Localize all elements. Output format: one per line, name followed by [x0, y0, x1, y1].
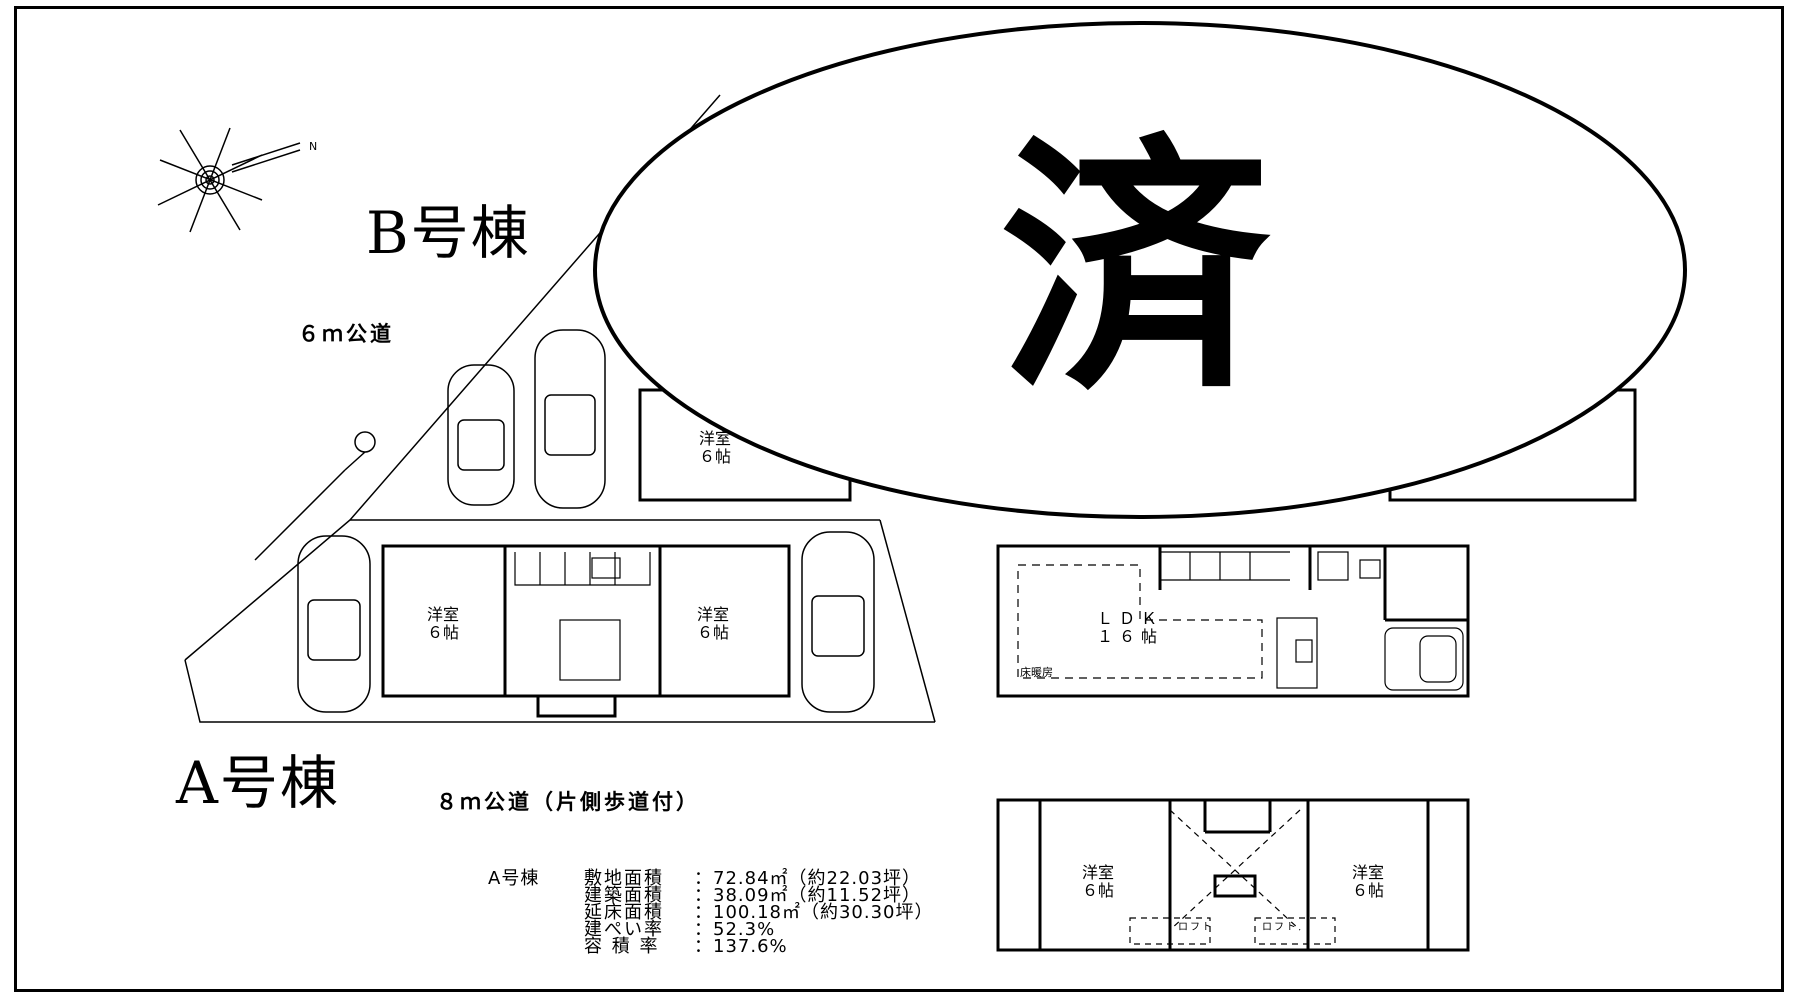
stats-building-name: A号棟 [488, 868, 540, 889]
stats-value: ：100.18㎡（約30.30坪） [694, 902, 934, 923]
building-a-outline [381, 544, 791, 718]
building-b-label: B号棟 [366, 199, 531, 267]
floor-1-plan [996, 544, 1470, 698]
stats-value: ：137.6% [694, 936, 788, 957]
stats-label: 建築面積 [584, 885, 664, 906]
stats-row: 延床面積 ：100.18㎡（約30.30坪） [488, 902, 934, 923]
stats-label: 容 積 率 [584, 936, 660, 957]
stats-row: A号棟 敷地面積 ：72.84㎡（約22.03坪） [488, 868, 934, 889]
floor-2-plan [996, 798, 1470, 952]
stats-value: ：38.09㎡（約11.52坪） [694, 885, 922, 906]
site-boundary [184, 94, 936, 723]
stats-label: 建ぺい率 [584, 919, 664, 940]
floor-heating-label: 床暖房 [1020, 666, 1053, 679]
building-stats: A号棟 敷地面積 ：72.84㎡（約22.03坪） 建築面積 ：38.09㎡（約… [488, 868, 934, 957]
stats-label: 延床面積 [584, 902, 664, 923]
road-6m-label: ６ｍ公道 [298, 322, 394, 346]
stats-value: ：72.84㎡（約22.03坪） [694, 868, 922, 889]
loft-label-right: ロフト [1262, 922, 1298, 933]
loft-label-left: ロフト [1178, 922, 1214, 933]
stats-value: ：52.3% [694, 919, 776, 940]
sold-stamp-ellipse [593, 21, 1687, 519]
stats-row: 建ぺい率 ：52.3% [488, 919, 934, 940]
stats-row: 容 積 率 ：137.6% [488, 936, 934, 957]
stats-row: 建築面積 ：38.09㎡（約11.52坪） [488, 885, 934, 906]
compass-icon [157, 127, 301, 233]
sold-stamp: 済 [585, 20, 1685, 520]
building-a-label: A号棟 [176, 749, 340, 817]
north-mark: N [309, 140, 318, 153]
sold-stamp-glyph: 済 [1000, 112, 1270, 427]
stats-label: 敷地面積 [584, 868, 664, 889]
parking-cars [297, 329, 875, 713]
road-8m-label: ８ｍ公道（片側歩道付） [436, 790, 700, 814]
